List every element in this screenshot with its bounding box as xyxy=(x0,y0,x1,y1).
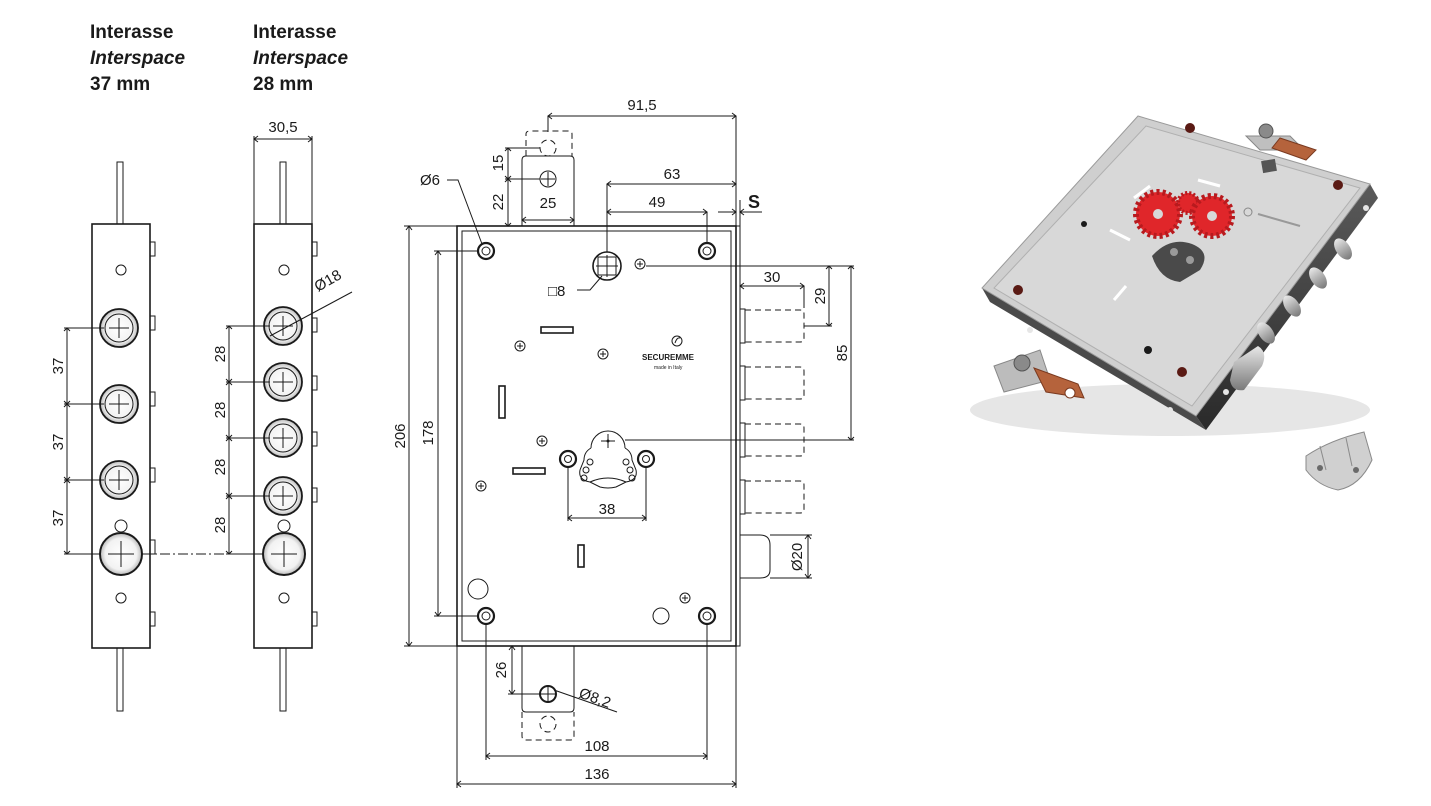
dim-hole-diameter-2: Ø8,2 xyxy=(577,685,613,712)
dim-height-inner: 178 xyxy=(420,420,437,445)
header-label-en: Interspace xyxy=(253,48,349,69)
dim-spacing-37-b: 37 xyxy=(50,434,67,451)
header-value: 37 mm xyxy=(90,74,151,95)
header-value: 28 mm xyxy=(253,74,314,95)
dim-cylinder-spacing: 38 xyxy=(599,501,616,518)
screw xyxy=(475,480,487,492)
side-view-37: 37 37 37 xyxy=(50,161,156,712)
front-bolt-4 xyxy=(739,479,805,515)
screw xyxy=(597,348,609,360)
dim-latch-diameter: Ø20 xyxy=(789,543,806,571)
bolt-3 xyxy=(99,460,139,500)
header-label-en: Interspace xyxy=(90,48,186,69)
dim-85: 85 xyxy=(834,345,851,362)
screw xyxy=(679,592,691,604)
dim-spacing-37-c: 37 xyxy=(50,510,67,527)
dim-width: 30,5 xyxy=(268,119,297,136)
latch-bolt xyxy=(99,532,143,576)
dim-136: 136 xyxy=(584,766,609,783)
column-header-37: Interasse Interspace 37 mm xyxy=(90,20,185,98)
brand-name: SECUREMME xyxy=(642,353,695,362)
dim-spacing-28-c: 28 xyxy=(212,459,229,476)
dim-s: S xyxy=(748,192,760,212)
dim-15: 15 xyxy=(490,155,507,172)
dim-spacing-28-a: 28 xyxy=(212,346,229,363)
dim-63: 63 xyxy=(664,166,681,183)
spare-bracket xyxy=(1305,431,1373,491)
screw xyxy=(514,340,526,352)
dim-top-width: 91,5 xyxy=(627,97,656,114)
dim-49: 49 xyxy=(649,194,666,211)
brand-logo: SECUREMME made in Italy xyxy=(642,335,695,371)
dim-26: 26 xyxy=(493,662,510,679)
header-label-it: Interasse xyxy=(253,22,337,43)
dim-bolt-diameter: Ø18 xyxy=(312,267,345,296)
side-view-28: 28 28 28 28 30,5 Ø18 xyxy=(212,119,353,712)
lock-3d-render xyxy=(970,115,1378,491)
dim-square: □8 xyxy=(548,283,565,300)
screw xyxy=(634,258,646,270)
dim-hole-diameter: Ø6 xyxy=(420,172,440,189)
bolt-2 xyxy=(99,384,139,424)
dim-108: 108 xyxy=(584,738,609,755)
dim-25: 25 xyxy=(540,195,557,212)
front-bolt-1 xyxy=(739,308,805,344)
dim-spacing-37-a: 37 xyxy=(50,358,67,375)
header-label-it: Interasse xyxy=(90,22,174,43)
dim-height-total: 206 xyxy=(392,423,409,448)
column-header-28: Interasse Interspace 28 mm xyxy=(253,20,348,98)
front-bolt-2 xyxy=(739,365,805,401)
brand-sub: made in Italy xyxy=(654,365,683,371)
front-view: SECUREMME made in Italy xyxy=(392,97,855,788)
bolt-1 xyxy=(99,308,139,348)
dim-30: 30 xyxy=(764,269,781,286)
dim-22: 22 xyxy=(490,194,507,211)
screw xyxy=(536,435,548,447)
dim-29: 29 xyxy=(812,288,829,305)
latch-bolt xyxy=(262,532,306,576)
dim-spacing-28-b: 28 xyxy=(212,402,229,419)
latch xyxy=(739,534,771,579)
gear-icon xyxy=(1133,189,1235,239)
dim-spacing-28-d: 28 xyxy=(212,517,229,534)
